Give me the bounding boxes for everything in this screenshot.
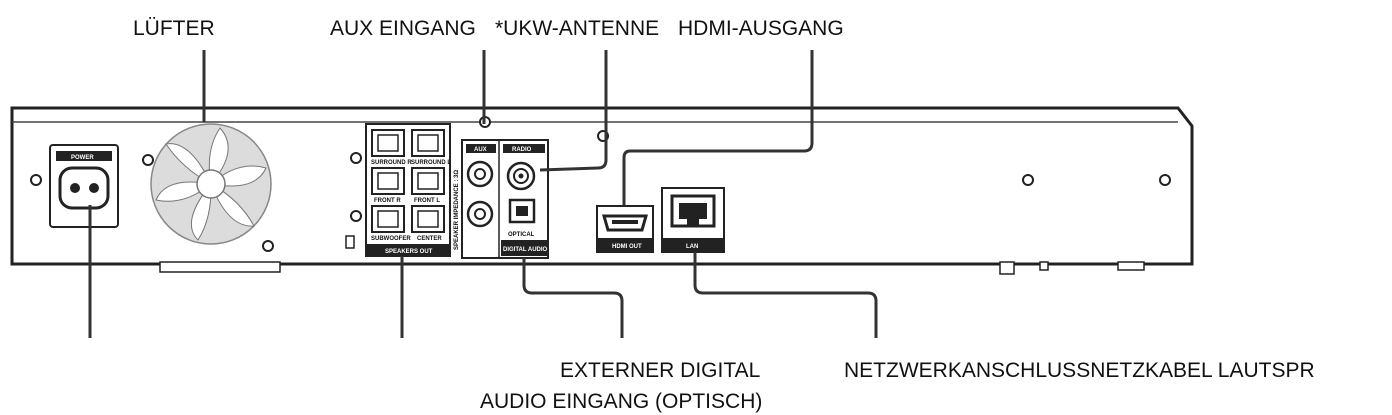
aux-panel-label: AUX [474,147,487,153]
power-panel-label: POWER [71,155,94,161]
screw-icon [262,240,274,252]
screw-icon [1159,174,1171,186]
device-body [10,106,1194,275]
speaker-label-surround-l: SURROUND L [411,160,451,166]
lan-panel-label: LAN [686,244,698,250]
speaker-label-surround-r: SURROUND R [371,160,412,166]
screw-icon [350,210,362,222]
leader-lines [88,50,878,338]
screw-icon [142,154,154,166]
speakers-out-panel: SURROUND R SURROUND L FRONT R FRONT L SU… [345,123,451,257]
label-optical-in-line2: AUDIO EINGANG (OPTISCH) [480,390,762,413]
label-aux-in: AUX EINGANG [330,17,476,40]
screw-icon [350,152,362,164]
digital-audio-in-panel-label: DIGITAL AUDIO IN [503,247,555,253]
speaker-label-front-r: FRONT R [374,198,401,204]
hdmi-out-port: HDMI OUT [596,205,654,253]
speakers-out-panel-label: SPEAKERS OUT [385,249,433,255]
aux-radio-optical-panel: AUX RADIO OPTICAL DIGITAL AUDIO IN [461,139,555,259]
speaker-impedance-label: SPEAKER IMPEDANCE : 3Ω [454,170,460,250]
label-fan: LÜFTER [133,17,215,40]
screw-icon [1022,174,1034,186]
label-network-power-speaker: NETZWERKANSCHLUSSNETZKABEL LAUTSPR [844,359,1315,382]
speaker-label-center: CENTER [417,236,442,242]
speaker-label-front-l: FRONT L [414,198,440,204]
radio-panel-label: RADIO [512,147,532,153]
label-hdmi-out: HDMI-AUSGANG [678,17,844,40]
optical-panel-label: OPTICAL [508,232,535,238]
label-optical-in-line1: EXTERNER DIGITAL [560,359,760,382]
hdmi-out-panel-label: HDMI OUT [612,244,642,250]
speaker-label-subwoofer: SUBWOOFER [371,236,411,242]
lan-port: LAN [661,187,725,253]
power-socket: POWER [49,144,119,228]
fan-icon [150,123,272,245]
label-fm-antenna: *UKW-ANTENNE [495,17,659,40]
screw-icon [30,174,42,186]
